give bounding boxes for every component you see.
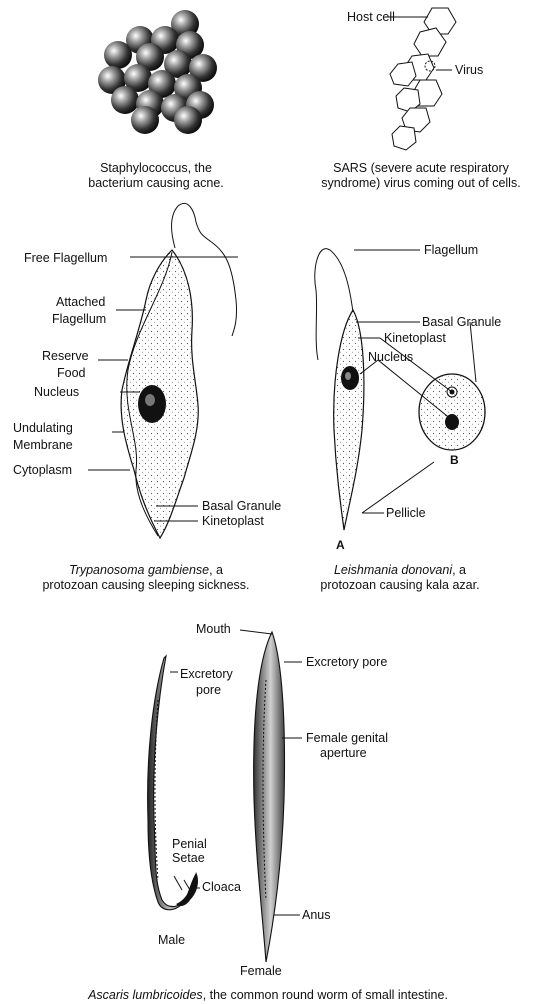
label-pellicle: Pellicle [386, 506, 426, 520]
host-cell-chain [390, 8, 456, 150]
leishmania-caption-line-2: protozoan causing kala azar. [320, 578, 479, 592]
staphylococcus-cluster [98, 10, 217, 134]
trypanosoma-caption-line-2: protozoan causing sleeping sickness. [42, 578, 249, 592]
label-female-genital-aperture-2: aperture [320, 746, 367, 760]
label-kinetoplast: Kinetoplast [202, 514, 264, 528]
trypanosoma-caption-species: Trypanosoma gambiense [69, 563, 209, 577]
label-host-cell: Host cell [347, 10, 395, 24]
label-cloaca: Cloaca [202, 880, 241, 894]
label-flagellum: Flagellum [424, 243, 478, 257]
label-excretory-pore-right: Excretory pore [306, 655, 387, 669]
label-attached-flagellum-2: Flagellum [52, 312, 106, 326]
staphylococcus-caption-line-2: bacterium causing acne. [88, 176, 224, 190]
leishmania-caption-line-1: Leishmania donovani, a [334, 563, 466, 577]
leishmania-amastigote-b [419, 374, 485, 450]
label-basal-granule-b: Basal Granule [422, 315, 501, 329]
sars-caption-line-1: SARS (severe acute respiratory [333, 161, 510, 175]
leishmania-caption-species: Leishmania donovani [334, 563, 453, 577]
label-nucleus: Nucleus [34, 385, 79, 399]
label-b: B [450, 453, 459, 467]
label-cytoplasm: Cytoplasm [13, 463, 72, 477]
ascaris-caption-species: Ascaris lumbricoides [87, 988, 203, 1002]
ascaris-male-body [148, 656, 196, 910]
label-free-flagellum: Free Flagellum [24, 251, 107, 265]
label-reserve-food-2: Food [57, 366, 86, 380]
leishmania-promastigote-body [334, 310, 364, 530]
sars-caption-line-2: syndrome) virus coming out of cells. [321, 176, 520, 190]
ascaris-female-body [254, 632, 285, 962]
leishmania-figure: Flagellum Basal Granule Kinetoplast Nucl… [315, 243, 501, 592]
trypanosoma-caption-suffix: , a [209, 563, 223, 577]
label-mouth: Mouth [196, 622, 231, 636]
ascaris-figure: Mouth Excretory pore Excretory pore Fema… [87, 622, 448, 1002]
label-basal-granule: Basal Granule [202, 499, 281, 513]
staphylococcus-figure: Staphylococcus, the bacterium causing ac… [88, 10, 224, 190]
staphylococcus-caption-line-1: Staphylococcus, the [100, 161, 212, 175]
ascaris-caption-suffix: , the common round worm of small intesti… [203, 988, 448, 1002]
label-kinetoplast-b: Kinetoplast [384, 331, 446, 345]
label-excretory-pore-left-2: pore [196, 683, 221, 697]
ascaris-caption: Ascaris lumbricoides, the common round w… [87, 988, 448, 1002]
label-anus: Anus [302, 908, 331, 922]
label-attached-flagellum-1: Attached [56, 295, 105, 309]
label-a: A [336, 538, 345, 552]
label-excretory-pore-left-1: Excretory [180, 667, 234, 681]
label-male: Male [158, 933, 185, 947]
label-nucleus-b: Nucleus [368, 350, 413, 364]
label-virus: Virus [455, 63, 483, 77]
label-penial-setae-2: Setae [172, 851, 205, 865]
ascaris-male-tail [176, 872, 198, 906]
label-female: Female [240, 964, 282, 978]
label-undulating-membrane-1: Undulating [13, 421, 73, 435]
label-penial-setae-1: Penial [172, 837, 207, 851]
label-female-genital-aperture-1: Female genital [306, 731, 388, 745]
label-reserve-food-1: Reserve [42, 349, 89, 363]
trypanosoma-caption-line-1: Trypanosoma gambiense, a [69, 563, 223, 577]
label-undulating-membrane-2: Membrane [13, 438, 73, 452]
trypanosoma-figure: Free Flagellum Attached Flagellum Reserv… [13, 203, 281, 592]
sars-figure: Host cell Virus SARS (severe acute respi… [321, 8, 520, 190]
leishmania-caption-suffix: , a [452, 563, 466, 577]
